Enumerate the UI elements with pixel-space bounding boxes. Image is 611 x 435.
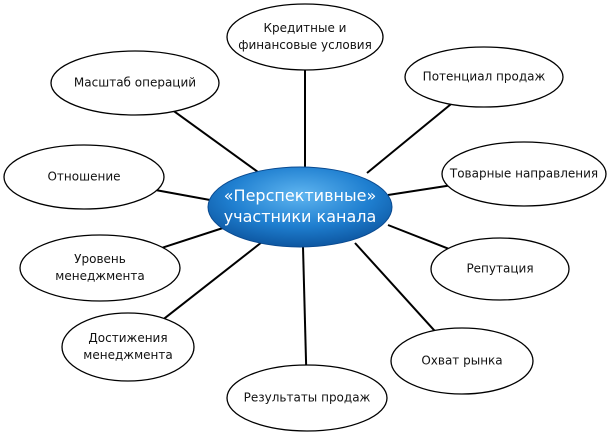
node-ellipse-market-coverage — [390, 327, 534, 395]
node-label-reputation-line-1: Репутация — [466, 262, 533, 276]
node-ellipse-credit — [226, 3, 384, 71]
node-market-coverage: Охват рынка — [390, 327, 534, 395]
center-node: «Перспективные» участники канала — [207, 166, 393, 248]
node-attitude: Отношение — [3, 144, 165, 210]
node-label-market-coverage-line-1: Охват рынка — [421, 354, 502, 368]
node-label-credit-line-1: Кредитные и — [264, 21, 347, 35]
node-ellipse-reputation — [430, 237, 570, 301]
node-sales-results: Результаты продаж — [226, 364, 388, 432]
node-label-management-achievements-line-2: менеджмента — [83, 348, 172, 362]
connector-sales-potential — [366, 103, 452, 174]
connector-sales-results — [302, 246, 308, 366]
node-label-operations-scale-line-1: Масштаб операций — [74, 76, 196, 90]
node-ellipse-management-level — [19, 234, 181, 302]
connector-operations-scale — [173, 110, 259, 173]
node-management-achievements: Достижения менеджмента — [61, 312, 195, 382]
node-ellipse-operations-scale — [50, 50, 220, 116]
node-management-level: Уровень менеджмента — [19, 234, 181, 302]
node-label-management-level-line-2: менеджмента — [55, 269, 144, 283]
connectors — [156, 70, 452, 366]
connector-reputation — [387, 224, 449, 250]
node-ellipse-sales-potential — [404, 46, 564, 108]
node-label-sales-potential-line-1: Потенциал продаж — [423, 70, 546, 84]
connector-product-lines — [387, 184, 448, 196]
connector-management-achievements — [163, 241, 263, 320]
connector-attitude — [156, 189, 211, 201]
connector-market-coverage — [354, 242, 436, 332]
node-product-lines: Товарные направления — [441, 141, 607, 207]
node-ellipse-product-lines — [441, 141, 607, 207]
node-reputation: Репутация — [430, 237, 570, 301]
node-sales-potential: Потенциал продаж — [404, 46, 564, 108]
node-label-management-achievements-line-1: Достижения — [88, 331, 167, 345]
node-label-product-lines-line-1: Товарные направления — [449, 167, 598, 181]
node-label-management-level-line-1: Уровень — [74, 252, 126, 266]
node-operations-scale: Масштаб операций — [50, 50, 220, 116]
node-ellipse-management-achievements — [61, 312, 195, 382]
node-label-sales-results-line-1: Результаты продаж — [244, 391, 371, 405]
center-label-line-1: «Перспективные» — [224, 186, 376, 205]
center-label-line-2: участники канала — [224, 207, 377, 226]
connector-management-level — [162, 226, 227, 249]
node-label-credit-line-2: финансовые условия — [238, 38, 372, 52]
node-ellipse-sales-results — [226, 364, 388, 432]
node-ellipse-attitude — [3, 144, 165, 210]
node-label-attitude-line-1: Отношение — [47, 170, 120, 184]
node-credit: Кредитные и финансовые условия — [226, 3, 384, 71]
center-ellipse — [207, 166, 393, 248]
